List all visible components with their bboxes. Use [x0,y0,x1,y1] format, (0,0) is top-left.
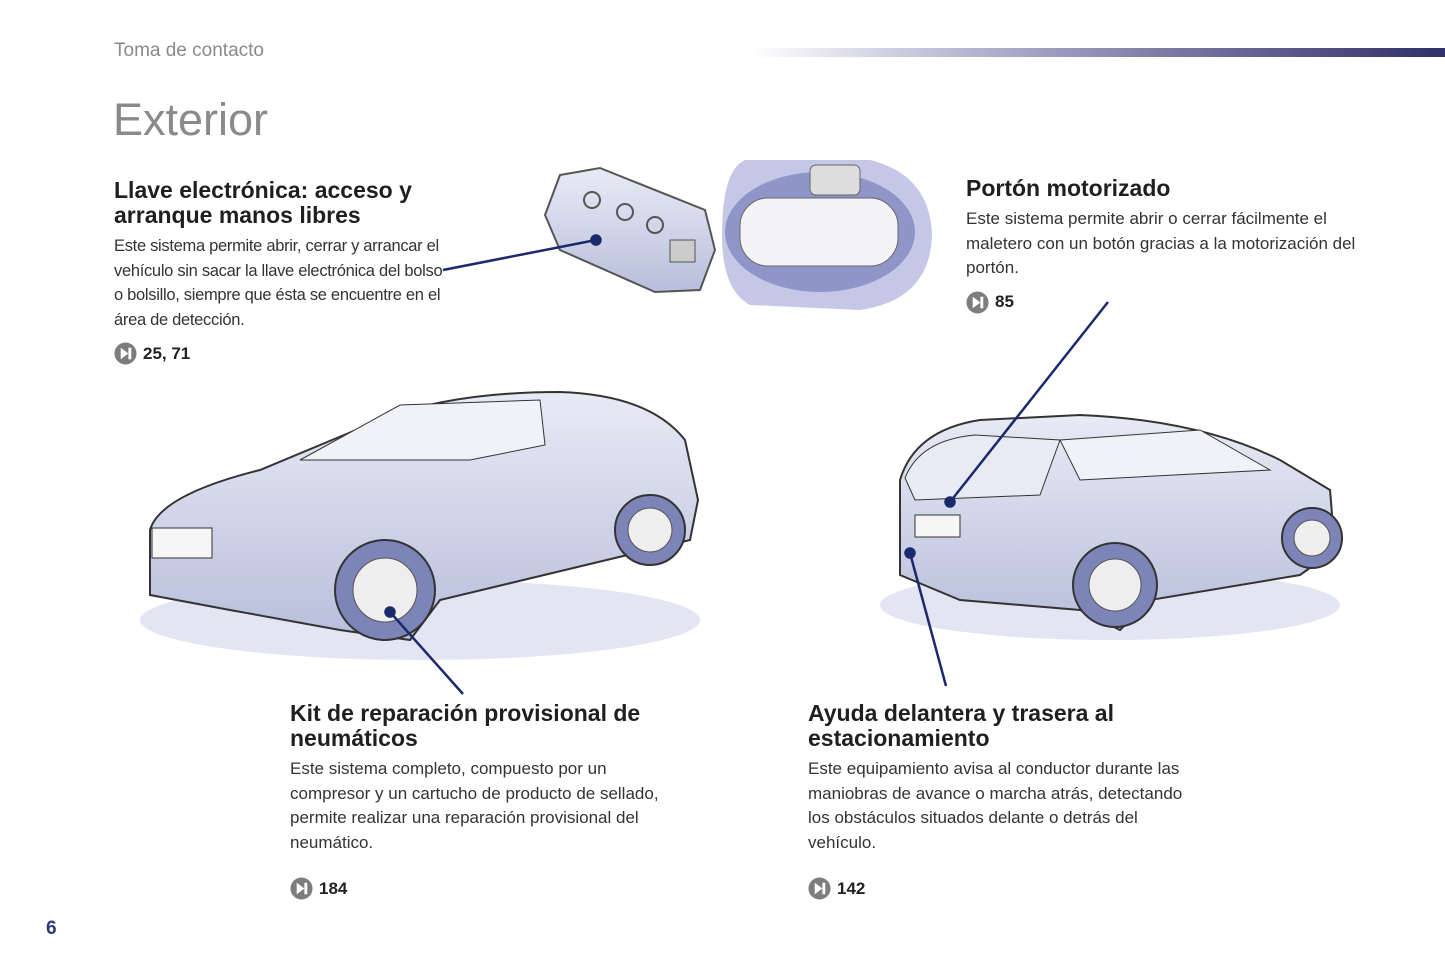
page-reference[interactable]: 184 [290,877,690,900]
section-title: Llave electrónica: acceso y arranque man… [114,177,412,228]
page-ref-icon [966,290,989,314]
section-tailgate: Portón motorizado Este sistema permite a… [966,176,1366,314]
page-reference[interactable]: 142 [808,877,1208,900]
rear-car-illustration [880,413,1343,640]
section-text: Este sistema permite abrir o cerrar fáci… [966,209,1356,277]
section-title: Ayuda delantera y trasera al estacionami… [808,700,1114,751]
section-title: Portón motorizado [966,175,1171,201]
front-car-illustration [140,390,700,660]
page-ref-text: 25, 71 [143,343,191,363]
section-text: Este equipamiento avisa al conductor dur… [808,759,1183,852]
callout-parking [908,552,948,687]
section-title: Kit de reparación provisional de neumáti… [290,700,641,751]
section-tyre-kit: Kit de reparación provisional de neumáti… [290,701,690,900]
section-text: Este sistema permite abrir, cerrar y arr… [114,237,443,329]
page-reference[interactable]: 25, 71 [114,342,444,365]
key-fob-illustration [543,166,717,294]
section-key: Llave electrónica: acceso y arranque man… [114,178,444,365]
callout-key [442,238,597,272]
page-title: Exterior [113,94,269,145]
page-ref-text: 85 [995,292,1014,311]
page-ref-icon [114,342,137,365]
section-parking-aid: Ayuda delantera y trasera al estacionami… [808,701,1208,900]
page-ref-text: 142 [837,878,866,898]
page-number: 6 [46,918,57,939]
header-gradient-bar [750,48,1445,57]
page-ref-icon [808,877,831,900]
detection-zone-illustration [722,160,932,310]
page-ref-text: 184 [319,878,348,898]
section-header: Toma de contacto [114,40,264,61]
callout-tyre [389,611,464,695]
callout-tailgate [949,301,1109,503]
page-ref-icon [290,877,313,900]
page-reference[interactable]: 85 [966,290,1366,314]
section-text: Este sistema completo, compuesto por un … [290,759,659,852]
